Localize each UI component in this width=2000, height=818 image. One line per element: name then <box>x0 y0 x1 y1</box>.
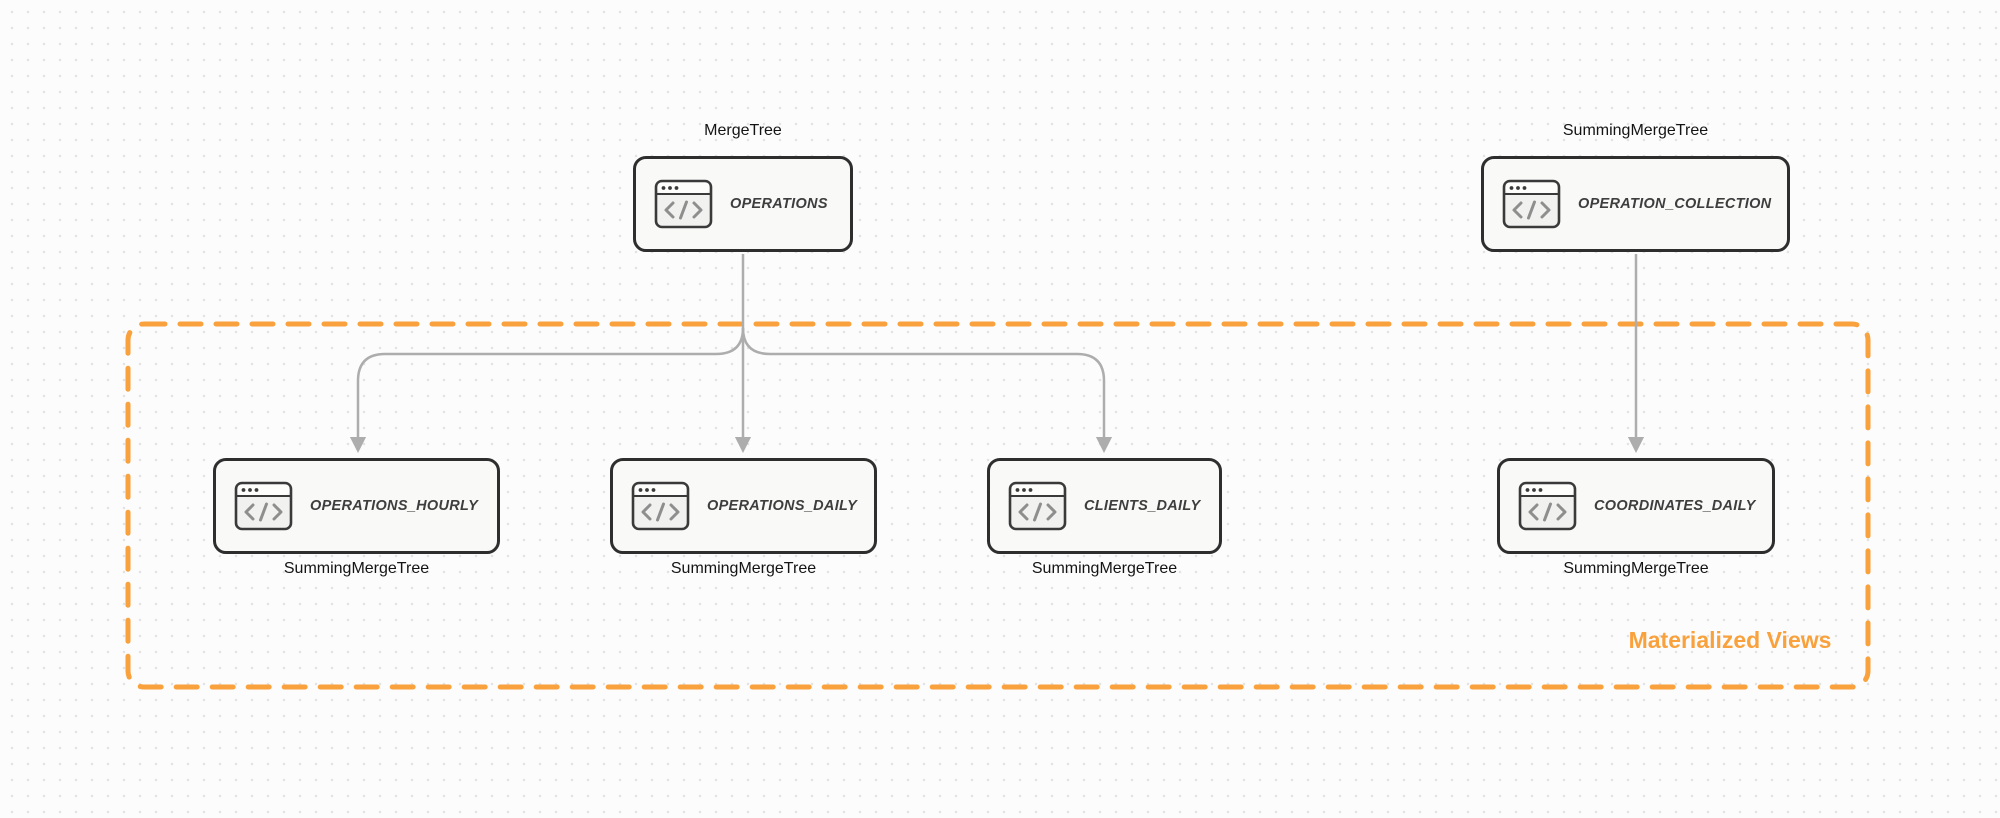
edge-operations-to-operations-hourly <box>349 327 745 454</box>
table-name: OPERATIONS_HOURLY <box>310 498 479 514</box>
engine-label-operations-hourly: SummingMergeTree <box>283 560 430 577</box>
code-window-icon <box>1502 179 1561 229</box>
engine-label-coordinates-daily: SummingMergeTree <box>1563 560 1709 577</box>
code-window-icon <box>1008 481 1067 531</box>
engine-label-clients-daily: SummingMergeTree <box>1031 560 1178 577</box>
engine-label-operation-collection: SummingMergeTree <box>1562 122 1709 139</box>
engine-label-operations-daily: SummingMergeTree <box>670 560 817 577</box>
table-name: OPERATIONS_DAILY <box>707 498 858 514</box>
engine-label-operations: MergeTree <box>704 122 782 139</box>
code-window-icon <box>234 481 293 531</box>
table-name: COORDINATES_DAILY <box>1594 498 1756 514</box>
table-name: OPERATIONS <box>730 196 828 212</box>
table-node-operations-daily[interactable]: OPERATIONS_DAILY <box>610 458 877 554</box>
code-window-icon <box>654 179 713 229</box>
materialized-views-label: Materialized Views <box>1628 627 1832 653</box>
table-name: CLIENTS_DAILY <box>1084 498 1201 514</box>
table-name: OPERATION_COLLECTION <box>1578 196 1772 212</box>
table-node-clients-daily[interactable]: CLIENTS_DAILY <box>987 458 1222 554</box>
table-node-operations-hourly[interactable]: OPERATIONS_HOURLY <box>213 458 500 554</box>
table-node-operations[interactable]: OPERATIONS <box>633 156 853 252</box>
edge-operations-to-clients-daily <box>741 327 1113 454</box>
code-window-icon <box>1518 481 1577 531</box>
code-window-icon <box>631 481 690 531</box>
table-node-operation-collection[interactable]: OPERATION_COLLECTION <box>1481 156 1790 252</box>
table-node-coordinates-daily[interactable]: COORDINATES_DAILY <box>1497 458 1775 554</box>
